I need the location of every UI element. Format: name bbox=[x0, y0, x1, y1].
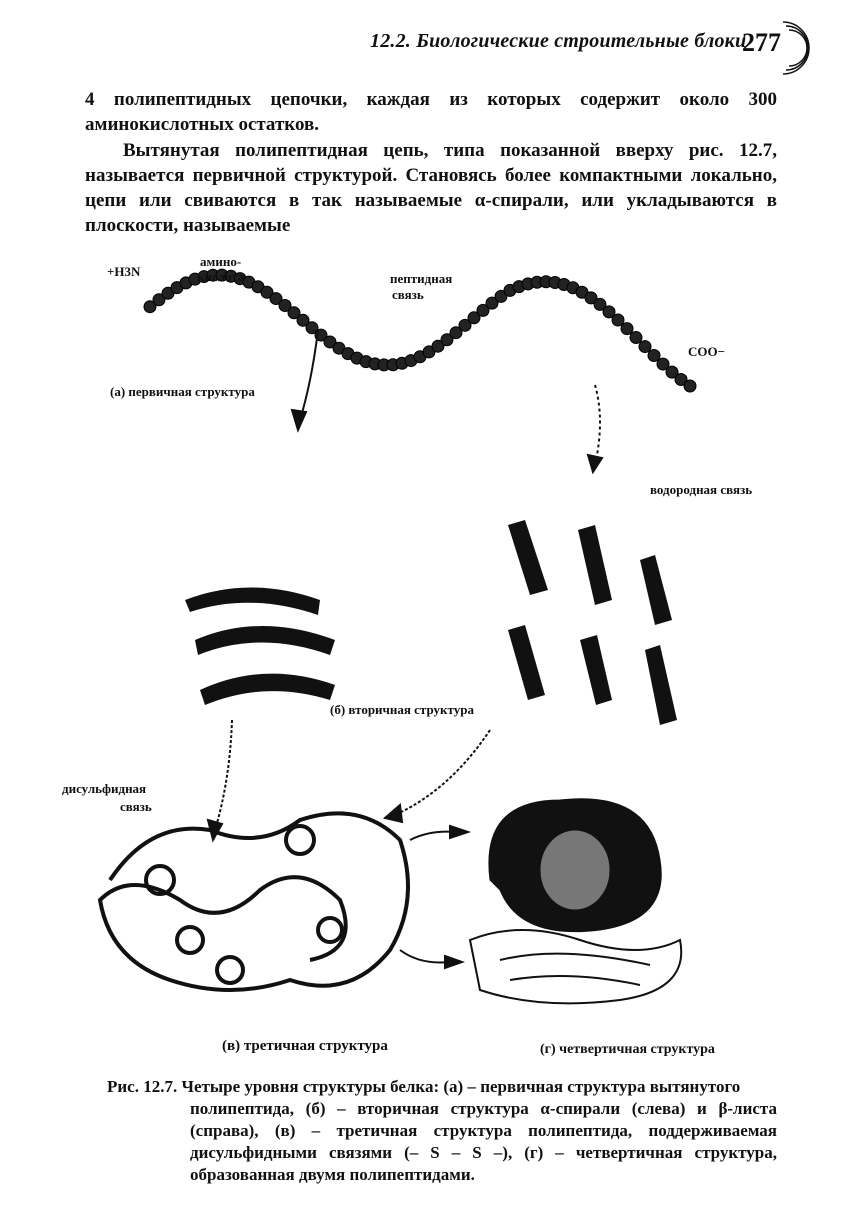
hydrogen-bond-label: водородная связь bbox=[650, 482, 753, 497]
amino-acid-bead bbox=[323, 335, 337, 349]
amino-acid-bead bbox=[260, 285, 274, 299]
primary-structure-label: (а) первичная структура bbox=[110, 384, 255, 399]
amino-acid-bead bbox=[278, 298, 292, 312]
caption-rest: полипептида, (б) – вторичная структура α… bbox=[190, 1099, 777, 1184]
amino-acid-bead bbox=[665, 365, 679, 379]
disulfide-label-line1: дисульфидная bbox=[62, 781, 147, 796]
c-terminus-label: COO− bbox=[688, 344, 726, 359]
alpha-helix bbox=[185, 587, 335, 705]
amino-acid-bead bbox=[305, 321, 319, 335]
amino-acid-bead bbox=[143, 300, 157, 314]
amino-acid-label-line2: кислота bbox=[197, 269, 245, 284]
caption-number: Рис. 12.7. bbox=[107, 1077, 178, 1096]
amino-acid-chain bbox=[143, 268, 697, 393]
figure-caption: Рис. 12.7. Четыре уровня структуры белка… bbox=[107, 1076, 777, 1186]
peptide-bond-label-line2: связь bbox=[392, 287, 424, 302]
amino-acid-bead bbox=[296, 313, 310, 327]
amino-acid-bead bbox=[602, 305, 616, 319]
amino-acid-bead bbox=[638, 340, 652, 354]
amino-acid-bead bbox=[269, 292, 283, 306]
amino-acid-bead bbox=[683, 379, 697, 393]
amino-acid-bead bbox=[287, 306, 301, 320]
amino-acid-bead bbox=[611, 313, 625, 327]
peptide-bond-label-line1: пептидная bbox=[390, 271, 453, 286]
quaternary-structure-label: (г) четвертичная структура bbox=[540, 1042, 715, 1057]
tertiary-structure bbox=[97, 811, 410, 992]
amino-acid-bead bbox=[485, 296, 499, 310]
amino-acid-bead bbox=[494, 289, 508, 303]
caption-first-line: Четыре уровня структуры белка: (а) – пер… bbox=[181, 1077, 741, 1096]
amino-acid-bead bbox=[629, 331, 643, 345]
amino-acid-bead bbox=[620, 322, 634, 336]
amino-acid-bead bbox=[647, 348, 661, 362]
beta-sheet bbox=[508, 520, 677, 725]
amino-acid-bead bbox=[584, 291, 598, 305]
amino-acid-bead bbox=[674, 373, 688, 387]
amino-acid-bead bbox=[467, 311, 481, 325]
quaternary-structure bbox=[468, 798, 683, 1005]
secondary-structure-label: (б) вторичная структура bbox=[330, 702, 474, 717]
amino-acid-bead bbox=[449, 326, 463, 340]
amino-acid-bead bbox=[656, 357, 670, 371]
running-header: 12.2. Биологические строительные блоки bbox=[370, 30, 747, 52]
amino-acid-bead bbox=[152, 293, 166, 307]
amino-acid-bead bbox=[458, 318, 472, 332]
page-number: 277 bbox=[742, 28, 781, 57]
amino-acid-bead bbox=[476, 303, 490, 317]
paragraph-1: 4 полипептидных цепочки, каждая из котор… bbox=[85, 89, 777, 135]
amino-acid-bead bbox=[593, 297, 607, 311]
amino-acid-bead bbox=[440, 333, 454, 347]
amino-acid-label-line1: амино- bbox=[200, 254, 242, 269]
page-corner-ornament bbox=[782, 21, 810, 75]
amino-acid-bead bbox=[431, 339, 445, 353]
disulfide-label-line2: связь bbox=[120, 799, 152, 814]
n-terminus-label: +H3N bbox=[107, 264, 141, 279]
paragraph-2: Вытянутая полипептидная цепь, типа показ… bbox=[85, 140, 777, 236]
tertiary-structure-label: (в) третичная структура bbox=[222, 1038, 388, 1054]
